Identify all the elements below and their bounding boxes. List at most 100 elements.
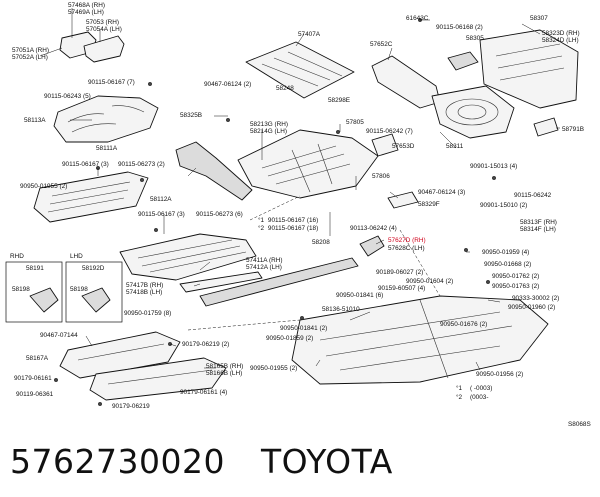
label-90901-15010: 90901-15010 (2) — [480, 202, 527, 209]
part-58305 — [447, 51, 479, 71]
label-90950-01859: 90950-01859 (2) — [266, 335, 313, 342]
label-90115-06243: 90115-06243 (5) — [44, 93, 91, 100]
label-90333-30002: 90333-30002 (2) — [512, 295, 559, 302]
label-90950-01676: 90950-01676 (2) — [440, 321, 487, 328]
part-number: 5762730020 — [10, 441, 225, 481]
label-58191: 58191 — [26, 265, 44, 272]
label-90119-06361: 90119-06361 — [16, 391, 54, 398]
label-90179-06219: 90179-06219 — [112, 403, 150, 410]
part-57652c — [371, 55, 441, 109]
label-57411a: 57411A (RH) — [246, 257, 282, 264]
label-90950-01668: 90950-01668 (2) — [484, 261, 531, 268]
label-57407a: 57407A — [298, 31, 321, 38]
label-58248: 58248 — [276, 85, 294, 92]
bolt — [225, 117, 230, 122]
part-58213g — [237, 129, 379, 199]
part-58192d — [81, 287, 111, 313]
part-57411a — [199, 257, 359, 307]
part-58111a — [33, 171, 149, 223]
label-90179-06161-left: 90179-06161 — [14, 375, 52, 382]
label-90950-01956: 90950-01956 (2) — [476, 371, 523, 378]
label-57412a: 57412A (LH) — [246, 264, 282, 271]
legend-mark-1: °1 — [456, 384, 463, 392]
part-58191 — [29, 287, 59, 313]
label-90115-06167-16-text: 90115-06167 (16) — [268, 217, 318, 224]
bolt — [147, 81, 152, 86]
bolt — [492, 175, 497, 180]
label-90467-06124-2: 90467-06124 (2) — [204, 81, 251, 88]
label-90950-01959: 90950-01959 (4) — [482, 249, 529, 256]
label-58113a: 58113A — [24, 117, 46, 124]
label-90901-15013: 90901-15013 (4) — [470, 163, 517, 170]
label-57627d: 57627D (RH) — [388, 237, 426, 244]
part-58311 — [431, 85, 515, 139]
label-57652c: 57652C — [370, 41, 393, 48]
part-57627d — [359, 235, 385, 257]
label-58298e: 58298E — [328, 97, 350, 104]
label-90467-07144: 90467-07144 — [40, 332, 78, 339]
label-90950-01960: 90950-01960 (2) — [508, 304, 555, 311]
bolt — [54, 378, 59, 383]
label-57806: 57806 — [372, 173, 390, 180]
part-57417b — [179, 271, 263, 293]
label-57469a: 57469A (LH) — [68, 9, 104, 16]
rhd-label: RHD — [10, 253, 24, 260]
bolt — [97, 402, 102, 407]
legend-mark-2: °2 — [456, 393, 463, 401]
label-57418b: 57418B (LH) — [126, 289, 162, 296]
legend-mark-1-range: ( -0003) — [470, 385, 492, 392]
bolt — [300, 316, 305, 321]
label-57051a: 57051A (RH) — [12, 47, 49, 54]
label-90115-06273-2: 90115-06273 (2) — [118, 161, 165, 168]
part-57605b — [175, 141, 253, 201]
part-58112a — [119, 233, 257, 281]
part-58113a — [53, 95, 159, 143]
label-58791b: 58791B — [562, 126, 584, 133]
label-57417b: 57417B (RH) — [126, 282, 163, 289]
diagram-code: S8068S — [568, 421, 591, 428]
label-90467-06124-3: 90467-06124 (3) — [418, 189, 465, 196]
label-57653d: 57653D — [392, 143, 415, 150]
label-90950-01604: 90950-01604 (2) — [406, 278, 453, 285]
label-58307: 58307 — [530, 15, 548, 22]
part-57407a — [245, 41, 355, 99]
part-58307 — [479, 29, 579, 109]
label-58165b: 58165B (RH) — [206, 363, 243, 370]
legend-mark-2-range: (0003- — [470, 394, 488, 401]
label-58311: 58311 — [446, 143, 464, 150]
label-58325b: 58325B — [180, 112, 202, 119]
brand-name: TOYOTA — [260, 441, 393, 481]
footer: 5762730020 TOYOTA — [10, 436, 590, 486]
bolt — [153, 227, 158, 232]
label-90179-06219-2: 90179-06219 (2) — [182, 341, 229, 348]
rhd-box — [5, 261, 63, 323]
lhd-label: LHD — [70, 253, 83, 260]
label-57054a: 57054A (LH) — [86, 26, 122, 33]
label-57628c: 57628C (LH) — [388, 245, 425, 252]
label-90950-01841-6: 90950-01841 (6) — [336, 292, 383, 299]
label-57468a: 57468A (RH) — [68, 2, 105, 9]
label-90179-06161-4: 90179-06161 (4) — [180, 389, 227, 396]
label-61643c: 61643C — [406, 15, 429, 22]
part-shapes — [29, 29, 579, 401]
label-90115-06167-3b: 90115-06167 (3) — [138, 211, 185, 218]
legend-mark-1-inline: °1 — [258, 216, 265, 224]
part-58791b — [533, 117, 559, 137]
label-58214g: 58214G (LH) — [250, 128, 287, 135]
legend-mark-2-inline: °2 — [258, 224, 265, 232]
label-58136-51010: 58136-51010 — [322, 306, 360, 313]
label-90115-06167-18: °2 90115-06167 (18) — [258, 224, 318, 232]
label-90189-06027: 90189-06027 (2) — [376, 269, 423, 276]
label-90113-06242: 90113-06242 (4) — [350, 225, 397, 232]
label-90115-06242: 90115-06242 — [514, 192, 552, 199]
label-90950-01762: 90950-01762 (2) — [492, 273, 539, 280]
label-90115-06242-7: 90115-06242 (7) — [366, 128, 413, 135]
part-57053 — [83, 35, 125, 63]
bolt — [336, 129, 341, 134]
label-57052a: 57052A (LH) — [12, 54, 48, 61]
part-58165b — [89, 357, 227, 401]
label-90159-60507: 90159-60507 (4) — [378, 285, 425, 292]
label-57805: 57805 — [346, 119, 364, 126]
label-58208: 58208 — [312, 239, 330, 246]
part-labels: 57468A (RH) 57469A (LH) 57053 (RH) 57054… — [12, 2, 584, 410]
